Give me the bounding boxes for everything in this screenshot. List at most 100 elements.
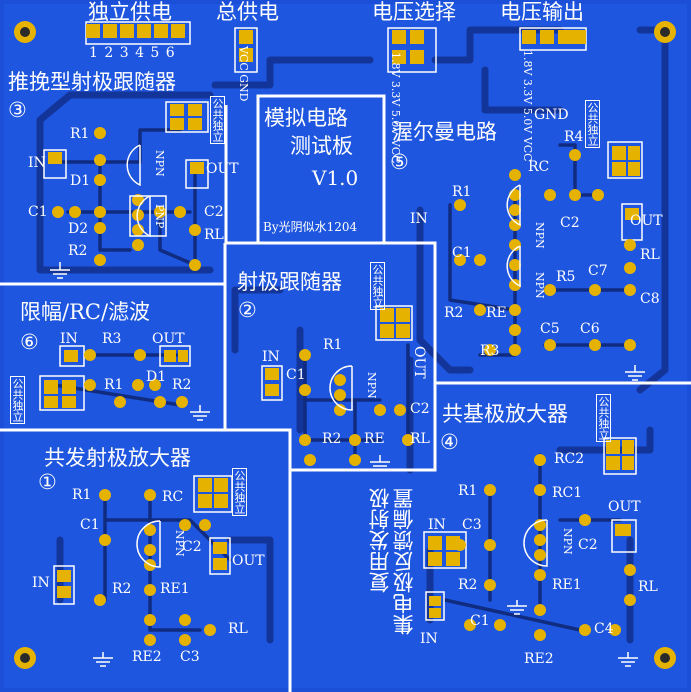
jumper-common-base: 公共独立	[596, 394, 611, 442]
limiter-num: ⑥	[20, 330, 39, 354]
lm-r3: R3	[102, 331, 122, 347]
pp-c2: C2	[204, 204, 224, 220]
ce-c3: C3	[180, 649, 200, 665]
common-emitter-title: 共发射极放大器	[44, 446, 191, 470]
push-pull-title: 推挽型射极跟随器	[8, 70, 176, 94]
pp-npn: NPN	[153, 150, 166, 177]
ef-rl: RL	[410, 431, 430, 447]
transistor-outlines	[126, 144, 548, 568]
dl-c7: C7	[588, 263, 608, 279]
pp-d2: D2	[68, 221, 89, 237]
ce-re1: RE1	[160, 581, 190, 597]
ce-out: OUT	[232, 553, 265, 569]
dl-r4: R4	[564, 129, 584, 145]
board-title-line2: 测试板	[290, 134, 353, 158]
jumper-push-pull: 公共独立	[210, 96, 225, 144]
cb-rl: RL	[638, 579, 658, 595]
ef-r2: R2	[322, 431, 342, 447]
common-base-num: ④	[440, 430, 459, 454]
cb-c3: C3	[462, 517, 482, 533]
lm-in: IN	[60, 331, 78, 347]
ef-re: RE	[364, 431, 385, 447]
cb-c4: C4	[594, 621, 614, 637]
ce-rc: RC	[162, 489, 184, 505]
pp-c1: C1	[28, 204, 48, 220]
board-title-line1: 模拟电路	[264, 106, 348, 130]
darlington-num: ⑤	[390, 150, 409, 174]
pp-out: OUT	[206, 161, 239, 177]
voltage-output-label: 电压输出	[500, 0, 584, 24]
ef-c1: C1	[286, 367, 306, 383]
dl-c2: C2	[560, 215, 580, 231]
dl-c6: C6	[580, 321, 600, 337]
cb-r2: R2	[458, 577, 478, 593]
pp-r1: R1	[70, 126, 90, 142]
cb-r1: R1	[458, 483, 478, 499]
lm-out: OUT	[152, 331, 185, 347]
ce-npn: NPN	[173, 530, 186, 557]
ce-re2: RE2	[132, 649, 162, 665]
dl-r5: R5	[556, 269, 576, 285]
voltage-select-pins: 1.8V 3.3V 5.0V VCC	[389, 52, 402, 164]
mount-holes	[14, 21, 676, 669]
push-pull-num: ③	[8, 98, 27, 122]
ce-c1: C1	[80, 517, 100, 533]
ef-out: OUT	[411, 346, 427, 379]
round-pads	[52, 127, 636, 646]
pads	[44, 24, 640, 618]
indep-power-label: 独立供电	[88, 0, 172, 24]
ef-in: IN	[262, 349, 280, 365]
ce-c2: C2	[182, 539, 202, 555]
ef-r1: R1	[323, 337, 343, 353]
cb-out: OUT	[608, 499, 641, 515]
pp-in: IN	[28, 155, 46, 171]
ce-r1: R1	[72, 487, 92, 503]
cb-rc1: RC1	[552, 485, 583, 501]
dl-r2: R2	[444, 305, 464, 321]
feedback-line2: 集电极反馈偏置	[392, 488, 416, 635]
pp-d1: D1	[70, 173, 91, 189]
jumper-darlington: 公共独立	[585, 100, 600, 148]
dl-rl: RL	[640, 247, 660, 263]
dl-r1: R1	[452, 184, 472, 200]
common-emitter-num: ①	[38, 470, 57, 494]
board-author: By光阴似水1204	[263, 220, 358, 234]
ce-rl: RL	[228, 621, 248, 637]
lm-r2: R2	[172, 377, 192, 393]
cb-c2: C2	[578, 537, 598, 553]
feedback-line1: 复用发射极	[368, 488, 392, 593]
pp-rl: RL	[204, 227, 224, 243]
dl-in: IN	[410, 211, 428, 227]
cb-c1: C1	[470, 613, 490, 629]
cb-rc2: RC2	[554, 451, 585, 467]
ef-c2: C2	[410, 401, 430, 417]
pp-r2: R2	[68, 243, 88, 259]
dl-c5: C5	[540, 321, 560, 337]
ce-r2: R2	[112, 581, 132, 597]
section-borders	[0, 105, 691, 692]
jumper-limiter: 公共独立	[10, 376, 25, 424]
lm-d1: D1	[146, 369, 167, 385]
darlington-title: 渥尔曼电路	[392, 120, 497, 144]
cb-in: IN	[428, 517, 446, 533]
dl-out: OUT	[630, 213, 663, 229]
board-version: V1.0	[312, 166, 359, 190]
dl-rc: RC	[528, 159, 550, 175]
title-box	[256, 94, 386, 245]
emitter-follower-num: ②	[238, 298, 257, 322]
voltage-output-pins: 1.8V 3.3V 5.0V VCC	[521, 50, 534, 162]
ground-symbols	[50, 262, 645, 667]
cb-re2: RE2	[524, 651, 554, 667]
jumper-common-emitter: 公共独立	[232, 468, 247, 516]
voltage-output-gnd: GND	[534, 107, 569, 123]
dl-re: RE	[486, 305, 507, 321]
total-power-label: 总供电	[216, 0, 279, 24]
ce-in: IN	[32, 575, 50, 591]
emitter-follower-title: 射极跟随器	[237, 270, 342, 294]
indep-power-pins: 1 2 3 4 5 6	[89, 45, 176, 61]
limiter-title: 限幅/RC/滤波	[20, 300, 151, 324]
dl-c8: C8	[640, 291, 660, 307]
total-power-pins: VCC GND	[237, 46, 250, 102]
